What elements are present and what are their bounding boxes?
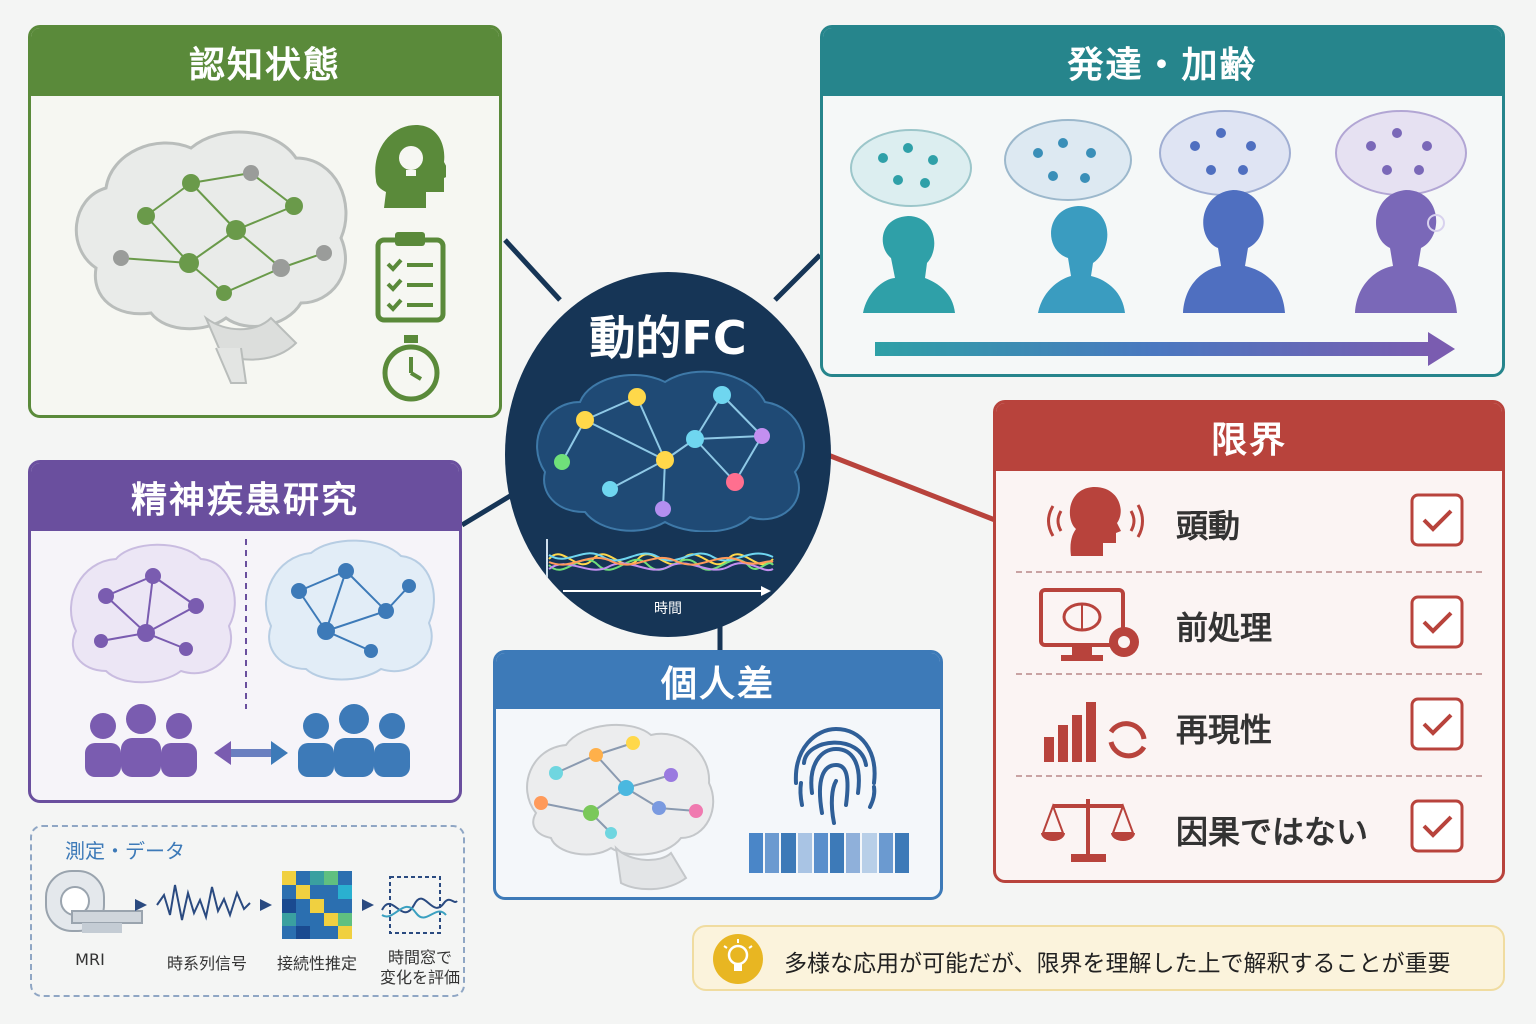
limit-item: 前処理 [996, 573, 1502, 675]
signal-wave-icon [156, 884, 251, 921]
connectivity-matrix-icon [282, 871, 352, 939]
glowing-brain-network [536, 370, 805, 532]
child-stage [850, 129, 972, 313]
measurement-step-label: MRI [75, 950, 105, 969]
footer-note-text: 多様な応用が可能だが、限界を理解した上で解釈することが重要 [784, 951, 1451, 977]
center-dynamic-fc: 動的FC 時間 [505, 272, 831, 637]
check-box-icon [1410, 697, 1464, 751]
limit-item: 頭動 [996, 471, 1502, 573]
development-title: 発達・加齢 [823, 28, 1502, 96]
mri-scanner-icon [45, 870, 143, 933]
signature-bar [749, 833, 910, 873]
measurement-pipeline [45, 870, 458, 939]
individual-title: 個人差 [496, 653, 940, 709]
measurement-title: 測定・データ [65, 839, 185, 863]
adolescent-stage [1004, 119, 1132, 313]
measurement-step-label: 時間窓で 変化を評価 [379, 948, 460, 987]
check-box-icon [1410, 799, 1464, 853]
footer-note: 多様な応用が可能だが、限界を理解した上で解釈することが重要 [692, 925, 1505, 991]
individual-brain-network [526, 723, 715, 891]
cognition-brain-network [74, 130, 348, 384]
age-arrow [875, 342, 1435, 356]
fingerprint-icon [793, 726, 877, 825]
limits-title: 限界 [996, 403, 1502, 471]
measurement-panel: 測定・データ MRI 時系列信号 接続性推定 時間窓で 変化を評価 [30, 825, 465, 997]
head-lightbulb-icon [375, 125, 446, 208]
time-axis-label: 時間 [654, 601, 682, 617]
patient-group-icon [85, 704, 197, 777]
lightbulb-icon [713, 934, 763, 984]
bar-chart-refresh-icon [1044, 702, 1147, 762]
adult-stage [1159, 110, 1291, 313]
stopwatch-icon [382, 335, 440, 402]
limit-label: 因果ではない [1176, 813, 1369, 851]
control-group-icon [298, 704, 410, 777]
compare-arrow-icon [214, 741, 288, 765]
psychiatry-panel: 精神疾患研究 [28, 460, 462, 803]
timeseries-waves [546, 539, 774, 596]
limits-panel: 限界 頭動 前処理 [993, 400, 1505, 883]
development-panel: 発達・加齢 [820, 25, 1505, 377]
checklist-clipboard-icon [375, 232, 446, 323]
limit-label: 再現性 [1176, 711, 1273, 749]
measurement-step-label: 接続性推定 [276, 954, 357, 973]
limit-item: 因果ではない [996, 777, 1502, 879]
cognition-panel: 認知状態 [28, 25, 502, 418]
monitor-gear-icon [1039, 588, 1139, 661]
lifespan-illustration [850, 110, 1467, 366]
limit-item: 再現性 [996, 675, 1502, 777]
elderly-stage [1335, 110, 1467, 313]
cognition-title: 認知状態 [31, 28, 499, 96]
scales-icon [1041, 799, 1135, 862]
individual-panel: 個人差 [493, 650, 943, 900]
limit-label: 前処理 [1176, 609, 1273, 647]
check-box-icon [1410, 493, 1464, 547]
psychiatry-title: 精神疾患研究 [31, 463, 459, 531]
group-comparison-illustration [70, 539, 435, 777]
measurement-step-label: 時系列信号 [166, 954, 247, 973]
time-window-icon [381, 876, 458, 934]
limit-label: 頭動 [1176, 507, 1241, 545]
head-motion-icon [1047, 486, 1144, 556]
center-title: 動的FC [589, 311, 747, 365]
check-box-icon [1410, 595, 1464, 649]
